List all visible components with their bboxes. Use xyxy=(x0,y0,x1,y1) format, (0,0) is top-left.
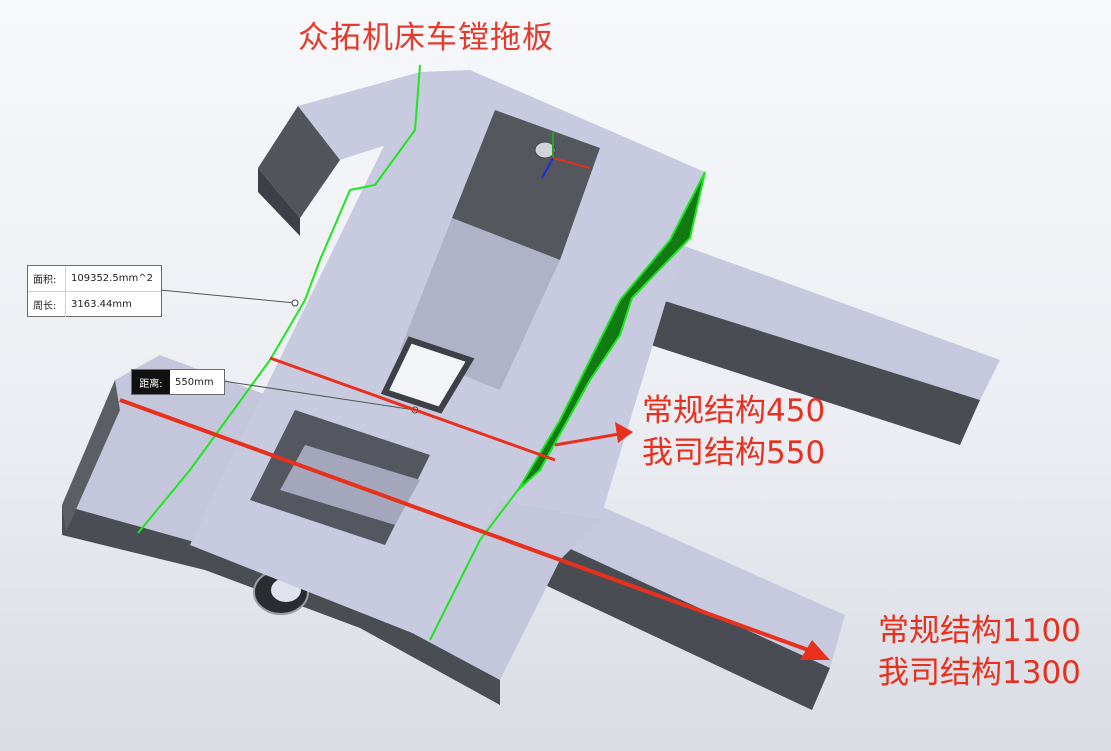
width-dimension-line xyxy=(269,356,556,462)
center-opening-window xyxy=(380,336,475,414)
rail-side-face-right xyxy=(620,290,980,445)
area-label: 面积: xyxy=(28,266,66,291)
highlight-edge-left xyxy=(137,64,421,534)
width-annotation-arrow xyxy=(554,431,626,447)
distance-measure-callout[interactable]: 距离: 550mm xyxy=(131,369,225,395)
highlight-face-right xyxy=(517,171,706,491)
length-arrow-head xyxy=(800,640,830,660)
distance-leader-line xyxy=(222,380,416,411)
distance-value: 550mm xyxy=(175,376,214,388)
length-annotation-line2: 我司结构1300 xyxy=(878,655,1081,691)
triad-axis-icon xyxy=(534,132,591,179)
width-annotation: 常规结构450 我司结构550 xyxy=(642,390,825,474)
area-measure-callout[interactable]: 面积: 109352.5mm^2 周长: 3163.44mm xyxy=(27,265,162,317)
page-title: 众拓机床车镗拖板 xyxy=(298,20,554,56)
width-annotation-line1: 常规结构450 xyxy=(642,393,826,429)
rail-top-face-right xyxy=(630,230,1000,400)
rail-side-face-lower xyxy=(530,535,830,710)
distance-label: 距离: xyxy=(132,370,170,394)
area-leader-line xyxy=(159,289,296,304)
perimeter-label: 周长: xyxy=(28,292,66,317)
perimeter-value: 3163.44mm xyxy=(71,299,132,310)
base-left-face xyxy=(62,380,120,532)
width-annotation-line2: 我司结构550 xyxy=(642,435,826,471)
length-annotation-line1: 常规结构1100 xyxy=(878,613,1081,649)
area-value: 109352.5mm^2 xyxy=(71,273,153,284)
width-arrow-head xyxy=(615,422,633,443)
rail-front-face-back xyxy=(258,168,300,236)
rail-side-face-back xyxy=(258,106,340,218)
length-dimension-line xyxy=(119,398,823,657)
center-block-inner-wall xyxy=(452,110,600,260)
highlight-edge-front xyxy=(429,489,519,641)
rail-top-face-lower xyxy=(520,470,845,668)
base-front-face xyxy=(62,505,500,705)
area-leader-dot xyxy=(291,299,299,307)
length-annotation: 常规结构1100 我司结构1300 xyxy=(878,610,1081,694)
